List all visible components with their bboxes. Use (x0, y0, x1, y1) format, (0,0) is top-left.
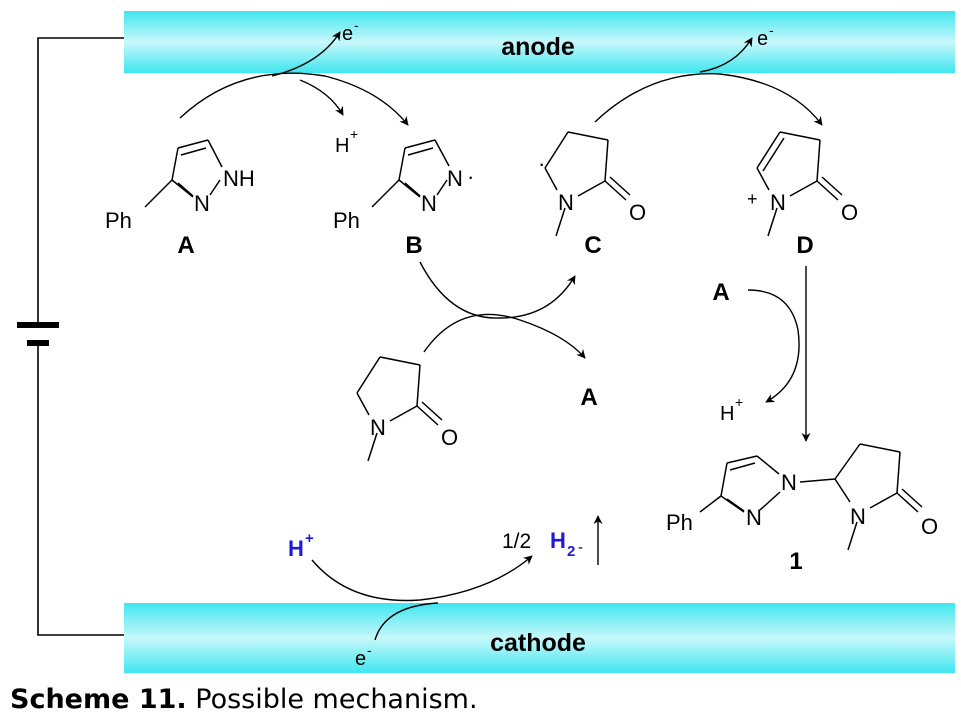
electron-in: e - (355, 642, 372, 670)
label-product-1: 1 (789, 548, 802, 575)
svg-text:e: e (757, 28, 768, 50)
svg-text:O: O (921, 514, 938, 539)
hydrogen-evolution: 1/2 H 2 - (502, 528, 583, 560)
anode-label: anode (501, 33, 575, 61)
battery-icon (17, 322, 59, 346)
nmp-structure: N O (356, 356, 458, 462)
proton-release-2: H + (720, 394, 743, 425)
svg-text:+: + (305, 530, 314, 547)
oxidation-arrow-a-b (179, 31, 409, 126)
svg-text:+: + (747, 189, 758, 209)
compound-a-structure: NH N Ph (105, 139, 255, 233)
svg-text:NH: NH (223, 166, 255, 191)
caption-label: Scheme 11. (10, 684, 187, 715)
svg-text:2: 2 (567, 543, 575, 560)
svg-text:+: + (350, 126, 358, 142)
svg-text:H: H (550, 528, 566, 553)
proton-release-1: H + (335, 126, 358, 157)
label-a: A (177, 232, 194, 259)
compound-b-structure: N · N Ph (333, 139, 474, 233)
electron-out-1: e - (342, 17, 359, 45)
svg-text:Ph: Ph (105, 208, 132, 233)
compound-c-structure: · N O (538, 131, 646, 237)
svg-text:N: N (781, 470, 797, 495)
svg-text:e: e (342, 23, 353, 45)
scheme-caption: Scheme 11. Possible mechanism. (10, 684, 478, 715)
svg-text:N: N (194, 191, 210, 216)
cathode-bar (124, 603, 955, 673)
svg-text:-: - (367, 642, 372, 658)
label-b: B (405, 232, 422, 259)
svg-text:N: N (421, 191, 437, 216)
svg-text:1/2: 1/2 (502, 530, 531, 553)
svg-text:+: + (735, 394, 743, 410)
hat-arrows (419, 261, 586, 359)
svg-text:H: H (335, 135, 349, 157)
product-1-structure: N N Ph N O (666, 443, 938, 551)
svg-text:N: N (850, 504, 866, 529)
reduction-arrows (311, 515, 603, 641)
caption-text: Possible mechanism. (186, 684, 478, 715)
svg-text:e: e (355, 648, 366, 670)
label-d: D (796, 232, 813, 259)
svg-text:N: N (746, 505, 762, 530)
proton-in: H + (288, 530, 314, 561)
svg-text:O: O (441, 425, 458, 450)
svg-text:N: N (447, 166, 463, 191)
electron-out-2: e - (757, 22, 774, 50)
svg-text:N: N (558, 190, 574, 215)
svg-text:H: H (720, 403, 734, 425)
label-a-coupling: A (712, 279, 729, 306)
cathode-label: cathode (490, 629, 586, 657)
compound-d-structure: + N O (747, 131, 858, 237)
svg-text:O: O (629, 200, 646, 225)
svg-text:·: · (538, 151, 545, 176)
external-circuit (37, 37, 124, 636)
svg-text:Ph: Ph (666, 510, 693, 535)
oxidation-arrow-c-d (594, 37, 823, 126)
coupling-arrows (747, 266, 811, 442)
svg-text:-: - (354, 17, 359, 33)
label-a-regenerated: A (580, 384, 597, 411)
svg-text:H: H (288, 536, 304, 561)
svg-text:N: N (770, 190, 786, 215)
svg-text:·: · (467, 164, 474, 189)
anode-bar (124, 11, 955, 73)
svg-text:-: - (769, 22, 774, 38)
svg-text:Ph: Ph (333, 208, 360, 233)
label-c: C (584, 232, 601, 259)
svg-text:O: O (841, 200, 858, 225)
svg-text:N: N (370, 415, 386, 440)
svg-text:-: - (578, 539, 583, 556)
